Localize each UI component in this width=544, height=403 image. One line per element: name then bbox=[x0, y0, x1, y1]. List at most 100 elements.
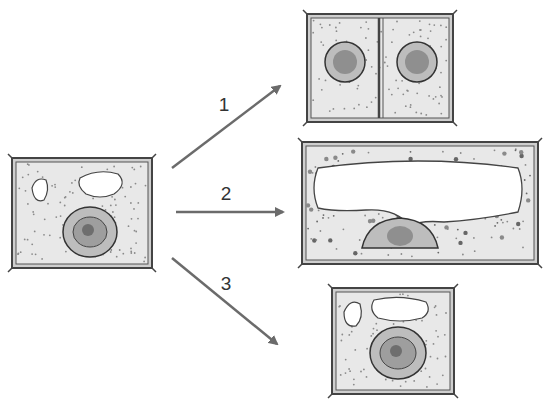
cytoplasm-dot bbox=[440, 46, 442, 48]
cytoplasm-dot bbox=[309, 207, 313, 211]
cytoplasm-dot bbox=[321, 89, 323, 91]
cytoplasm-dot bbox=[387, 65, 389, 67]
cytoplasm-dot bbox=[119, 249, 121, 251]
cytoplasm-dot bbox=[378, 213, 380, 215]
cytoplasm-dot bbox=[64, 205, 66, 207]
cytoplasm-dot bbox=[519, 154, 523, 158]
cytoplasm-dot bbox=[364, 215, 366, 217]
cytoplasm-dot bbox=[400, 385, 402, 387]
cytoplasm-dot bbox=[428, 95, 430, 97]
cytoplasm-dot bbox=[460, 152, 462, 154]
cytoplasm-dot bbox=[140, 166, 142, 168]
cytoplasm-dot bbox=[416, 92, 418, 94]
cytoplasm-dot bbox=[315, 166, 317, 168]
cytoplasm-dot bbox=[429, 23, 431, 25]
cytoplasm-dot bbox=[31, 243, 33, 245]
arrow bbox=[176, 211, 283, 214]
cytoplasm-dot bbox=[312, 172, 314, 174]
cytoplasm-dot bbox=[502, 151, 506, 155]
cytoplasm-dot bbox=[339, 305, 341, 307]
cytoplasm-dot bbox=[133, 208, 135, 210]
cytoplasm-dot bbox=[110, 249, 112, 251]
cytoplasm-dot bbox=[349, 370, 351, 372]
cytoplasm-dot bbox=[51, 185, 53, 187]
cytoplasm-dot bbox=[329, 110, 331, 112]
callout-number: 3 bbox=[218, 273, 235, 294]
cytoplasm-dot bbox=[402, 293, 404, 295]
callout-number: 2 bbox=[218, 183, 235, 204]
cytoplasm-dot bbox=[375, 97, 377, 99]
cytoplasm-dot bbox=[394, 112, 396, 114]
cytoplasm-dot bbox=[473, 237, 475, 239]
dividing-cell bbox=[303, 10, 457, 126]
cytoplasm-dot bbox=[345, 372, 347, 374]
cytoplasm-dot bbox=[320, 230, 322, 232]
cytoplasm-dot bbox=[122, 187, 124, 189]
cytoplasm-dot bbox=[336, 30, 338, 32]
cytoplasm-dot bbox=[130, 248, 132, 250]
cytoplasm-dot bbox=[420, 370, 422, 372]
cytoplasm-dot bbox=[324, 157, 328, 161]
cytoplasm-dot bbox=[114, 199, 116, 201]
cytoplasm-dot bbox=[307, 228, 309, 230]
cytoplasm-dot bbox=[463, 231, 467, 235]
cytoplasm-dot bbox=[491, 237, 493, 239]
cytoplasm-dot bbox=[360, 371, 362, 373]
cytoplasm-dot bbox=[112, 211, 114, 213]
cytoplasm-dot bbox=[60, 215, 62, 217]
cytoplasm-dot bbox=[134, 230, 136, 232]
cytoplasm-dot bbox=[114, 216, 116, 218]
cytoplasm-dot bbox=[31, 253, 33, 255]
cytoplasm-dot bbox=[27, 203, 29, 205]
cytoplasm-dot bbox=[343, 228, 345, 230]
cytoplasm-dot bbox=[435, 96, 437, 98]
cytoplasm-dot bbox=[110, 205, 112, 207]
cytoplasm-dot bbox=[430, 356, 432, 358]
cytoplasm-dot bbox=[500, 219, 502, 221]
cytoplasm-dot bbox=[81, 166, 83, 168]
cytoplasm-dot bbox=[27, 239, 29, 241]
cytoplasm-dot bbox=[320, 41, 322, 43]
cytoplasm-dot bbox=[308, 170, 312, 174]
cytoplasm-dot bbox=[434, 224, 436, 226]
cytoplasm-dot bbox=[525, 164, 527, 166]
cytoplasm-dot bbox=[37, 171, 39, 173]
cytoplasm-dot bbox=[339, 84, 341, 86]
cytoplasm-dot bbox=[326, 158, 328, 160]
cytoplasm-dot bbox=[524, 179, 526, 181]
cytoplasm-dot bbox=[440, 113, 442, 115]
cytoplasm-dot bbox=[353, 251, 357, 255]
cytoplasm-dot bbox=[42, 176, 44, 178]
cytoplasm-dot bbox=[427, 37, 429, 39]
cytoplasm-dot bbox=[47, 203, 49, 205]
cytoplasm-dot bbox=[329, 24, 331, 26]
cytoplasm-dot bbox=[134, 252, 136, 254]
cytoplasm-dot bbox=[382, 217, 384, 219]
cytoplasm-dot bbox=[368, 49, 370, 51]
cytoplasm-dot bbox=[455, 237, 457, 239]
cytoplasm-dot bbox=[18, 253, 20, 255]
cytoplasm-dot bbox=[22, 176, 24, 178]
cytoplasm-dot bbox=[360, 27, 362, 29]
cytoplasm-dot bbox=[405, 105, 407, 107]
cytoplasm-dot bbox=[357, 85, 359, 87]
cytoplasm-dot bbox=[396, 21, 398, 23]
cytoplasm-dot bbox=[135, 231, 137, 233]
cytoplasm-dot bbox=[313, 20, 315, 22]
cytoplasm-dot bbox=[18, 187, 20, 189]
cytoplasm-dot bbox=[371, 219, 375, 223]
cytoplasm-dot bbox=[445, 312, 447, 314]
cytoplasm-dot bbox=[318, 78, 320, 80]
cytoplasm-dot bbox=[413, 31, 415, 33]
cytoplasm-dot bbox=[494, 149, 496, 151]
cytoplasm-dot bbox=[392, 380, 394, 382]
cytoplasm-dot bbox=[131, 167, 133, 169]
cytoplasm-dot bbox=[27, 174, 29, 176]
cytoplasm-dot bbox=[133, 169, 135, 171]
cytoplasm-dot bbox=[436, 314, 438, 316]
cytoplasm-dot bbox=[131, 218, 133, 220]
grown-cell bbox=[328, 284, 458, 398]
cytoplasm-dot bbox=[384, 62, 386, 64]
cytoplasm-dot bbox=[410, 106, 412, 108]
cytoplasm-dot bbox=[318, 210, 320, 212]
